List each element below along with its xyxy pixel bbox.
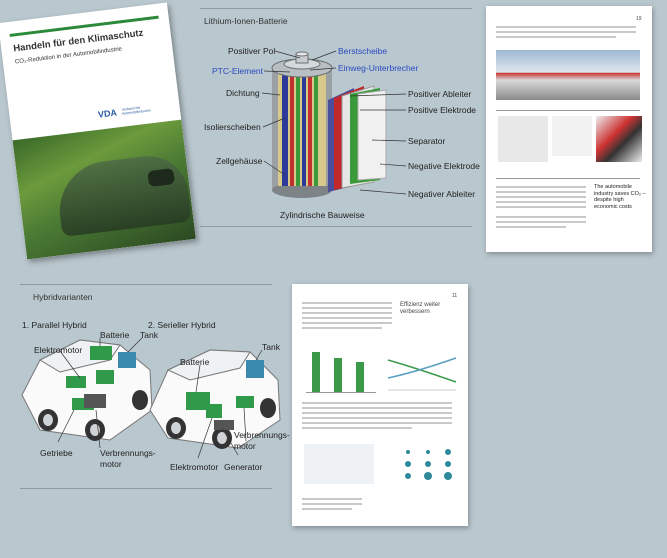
text-line <box>302 498 362 500</box>
label-isolierscheiben: Isolierscheiben <box>204 122 261 132</box>
label-negative-elektrode: Negative Elektrode <box>408 161 480 171</box>
label-verbrennungsmotor-parallel: Verbrennungs- motor <box>100 448 156 469</box>
text-line <box>302 312 392 314</box>
label-tank-serial: Tank <box>262 342 280 352</box>
label-positiver-ableiter: Positiver Ableiter <box>408 89 472 99</box>
text-line <box>496 191 586 193</box>
bar <box>356 362 364 392</box>
page-11-heading: Effizienz weiter verbessern <box>400 302 441 315</box>
page-11-dot-matrix <box>405 449 452 480</box>
hybrid-bottom-rule <box>20 488 272 489</box>
text-line <box>302 422 452 424</box>
bar <box>334 358 342 392</box>
label-berstscheibe: Berstscheibe <box>338 46 388 56</box>
text-line <box>496 206 586 208</box>
battery-heading: Lithium-Ionen-Batterie <box>204 16 288 26</box>
page-11-line-chart <box>387 357 457 391</box>
text-line <box>302 307 392 309</box>
battery-bottom-rule <box>200 226 472 227</box>
text-line <box>302 327 382 329</box>
label-einweg-unterbrecher: Einweg-Unterbrecher <box>338 63 419 73</box>
text-line <box>302 402 452 404</box>
text-line <box>302 302 392 304</box>
label-tank-parallel: Tank <box>140 330 158 340</box>
page-19-battery-prismatic <box>596 116 642 162</box>
text-line <box>302 508 352 510</box>
text-line <box>302 427 412 429</box>
bar <box>312 352 320 392</box>
parallel-hybrid-title: 1. Parallel Hybrid <box>22 320 87 330</box>
text-line <box>496 186 586 188</box>
page-11-number: 11 <box>452 293 458 299</box>
page-11-bar-chart <box>306 348 376 393</box>
label-zellgehaeuse: Zellgehäuse <box>216 156 263 166</box>
text-line <box>496 31 636 33</box>
divider <box>496 178 640 179</box>
report-page-19: 19 The automobile industry saves CO₂ – d… <box>486 6 652 252</box>
text-line <box>496 226 566 228</box>
page-19-number: 19 <box>636 16 642 22</box>
serial-hybrid-title: 2. Serieller Hybrid <box>148 320 216 330</box>
label-elektromotor-parallel: Elektromotor <box>34 345 83 355</box>
text-line <box>496 201 586 203</box>
page-11-hybrid-thumbnail <box>304 444 374 484</box>
report-page-11: 11 Effizienz weiter verbessern <box>292 284 468 526</box>
text-line <box>302 322 392 324</box>
text-line <box>496 26 636 28</box>
label-elektromotor-serial: Elektromotor <box>170 462 219 472</box>
text-line <box>496 221 586 223</box>
label-negativer-ableiter: Negativer Ableiter <box>408 189 476 199</box>
battery-illustration <box>271 51 387 198</box>
text-line <box>496 216 586 218</box>
hybrid-top-rule <box>20 284 272 285</box>
battery-caption: Zylindrische Bauweise <box>280 210 365 220</box>
label-separator: Separator <box>408 136 446 146</box>
label-positive-elektrode: Positive Elektrode <box>408 105 477 115</box>
hybrid-heading: Hybridvarianten <box>33 292 93 302</box>
text-line <box>302 407 452 409</box>
divider <box>496 110 640 111</box>
label-dichtung: Dichtung <box>226 88 260 98</box>
page-19-sidebar: The automobile industry saves CO₂ – desp… <box>594 184 646 210</box>
label-batterie-serial: Batterie <box>180 357 210 367</box>
label-ptc-element: PTC-Element <box>212 66 264 76</box>
text-line <box>302 412 452 414</box>
text-line <box>302 317 392 319</box>
page-19-photo <box>496 50 640 100</box>
label-batterie-parallel: Batterie <box>100 330 130 340</box>
label-positiver-pol: Positiver Pol <box>228 46 276 56</box>
page-19-battery-small <box>498 116 548 162</box>
text-line <box>302 417 452 419</box>
label-verbrennungsmotor-serial: Verbrennungs- motor <box>234 430 290 451</box>
page-19-legend <box>552 116 592 156</box>
label-generator: Generator <box>224 462 263 472</box>
text-line <box>496 36 616 38</box>
battery-top-rule <box>200 8 472 9</box>
label-getriebe: Getriebe <box>40 448 73 458</box>
text-line <box>496 196 586 198</box>
text-line <box>302 503 362 505</box>
